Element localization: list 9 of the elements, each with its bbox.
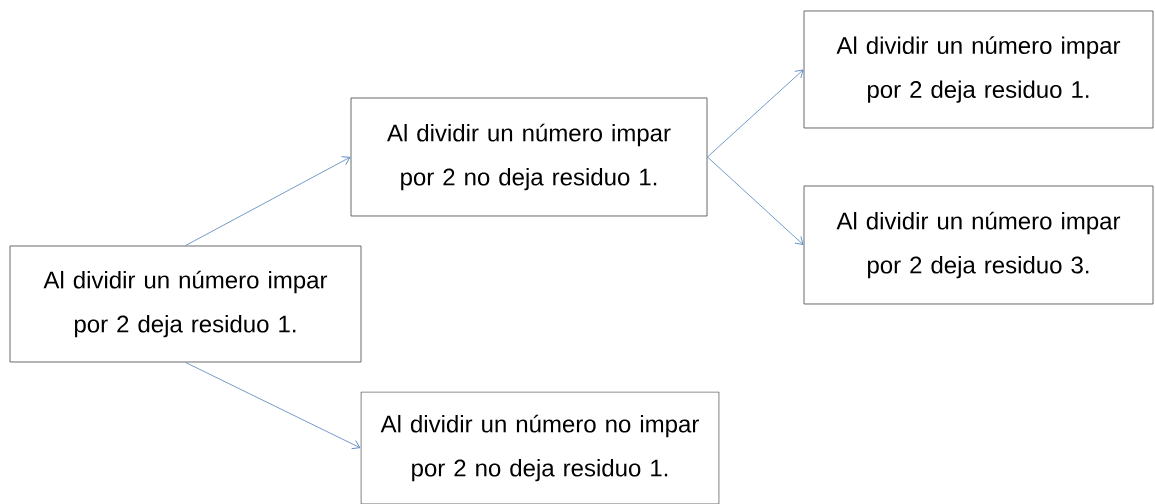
- arrow: [707, 69, 804, 158]
- text-box: Al dividir un número impar por 2 deja residuo 1.: [803, 10, 1154, 129]
- text-box: Al dividir un número impar por 2 deja residuo 1.: [9, 245, 362, 363]
- arrow: [185, 362, 361, 450]
- arrow: [707, 156, 804, 245]
- text-box: Al dividir un número impar por 2 no deja residuo 1.: [350, 97, 708, 217]
- arrow: [185, 156, 351, 246]
- text-box: Al dividir un número impar por 2 deja residuo 3.: [803, 185, 1154, 305]
- text-box: Al dividir un número no impar por 2 no deja residuo 1.: [360, 391, 720, 504]
